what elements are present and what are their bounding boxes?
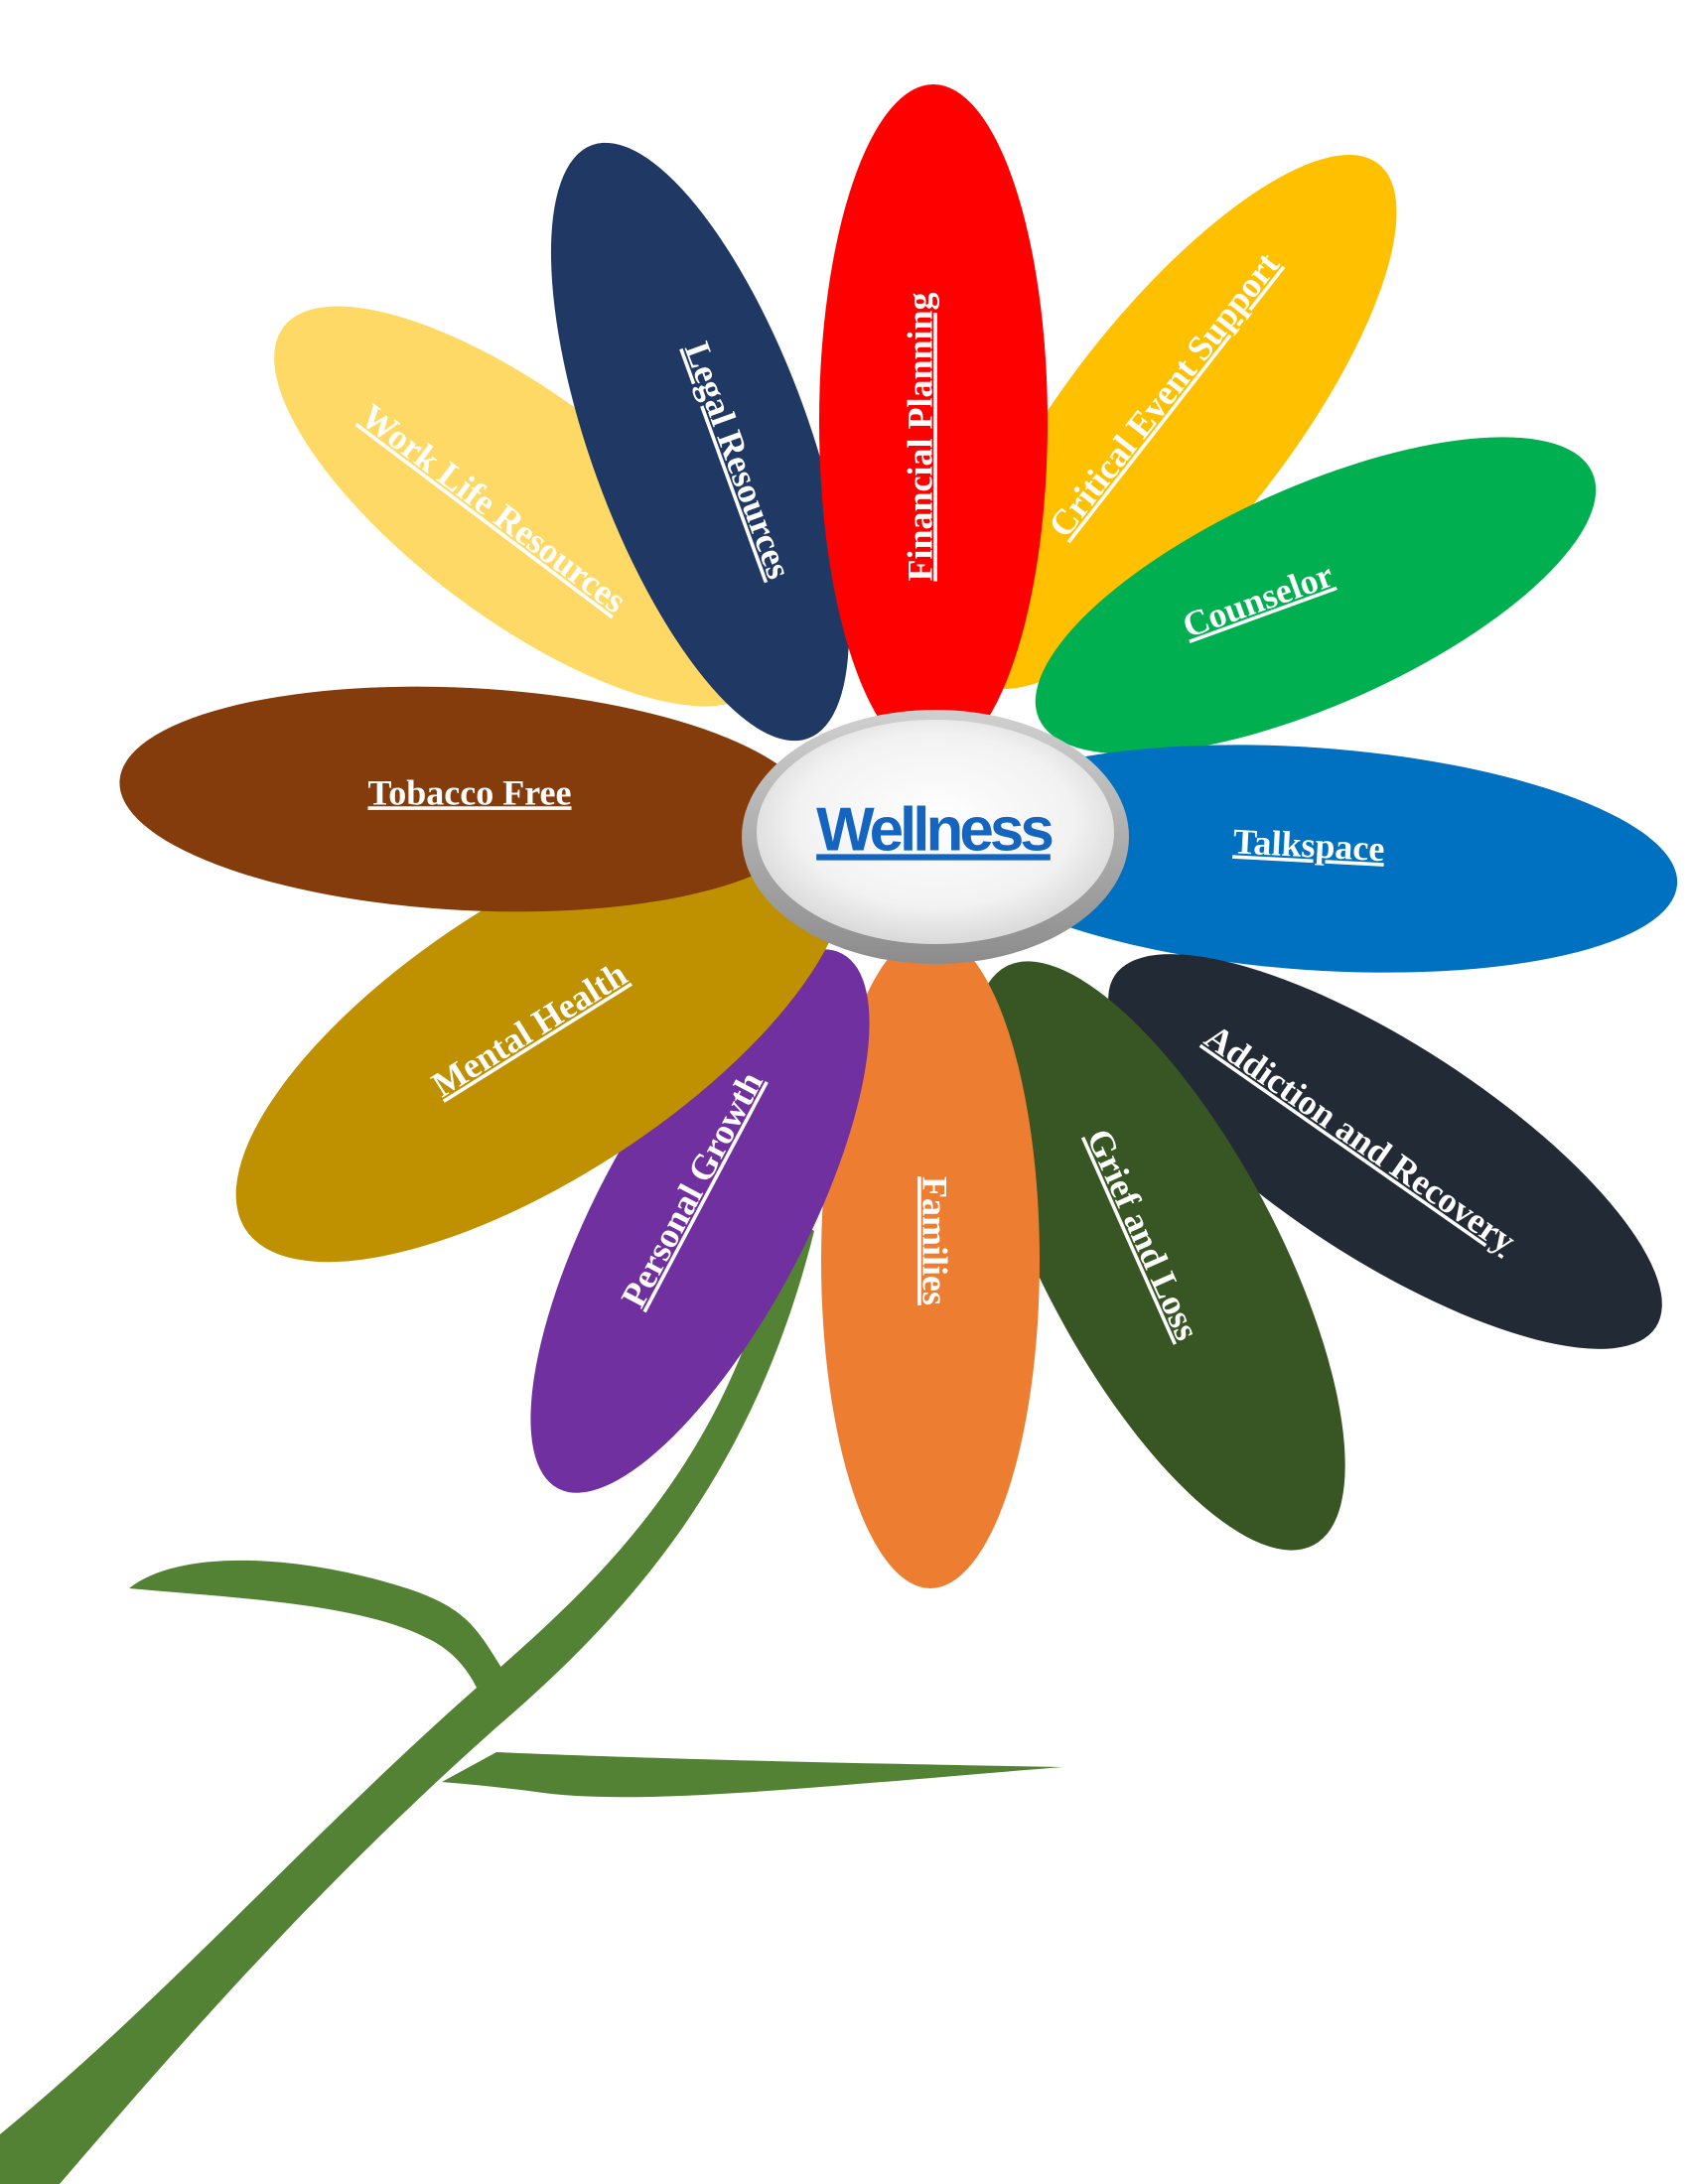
petal-grief-and-loss-shape[interactable] xyxy=(903,911,1417,1600)
petal-mental-health[interactable] xyxy=(170,729,913,1346)
petal-work-life-resources-shape[interactable] xyxy=(216,238,826,774)
petal-financial-planning-shape[interactable] xyxy=(819,84,1048,759)
petal-talkspace[interactable] xyxy=(936,722,1685,995)
petal-critical-event-support[interactable] xyxy=(888,95,1467,749)
petals xyxy=(114,84,1688,1600)
petal-talkspace-shape[interactable] xyxy=(936,722,1685,995)
petal-addiction-and-recovery[interactable] xyxy=(1056,886,1688,1417)
petal-tobacco-free[interactable] xyxy=(114,670,820,928)
petal-label-talkspace[interactable]: Talkspace xyxy=(1232,821,1386,869)
center-disc[interactable]: Wellness xyxy=(742,710,1129,964)
stem-main xyxy=(0,1211,814,2184)
petal-critical-event-support-shape[interactable] xyxy=(888,95,1467,749)
petal-financial-planning[interactable] xyxy=(819,84,1048,759)
petal-legal-resources[interactable] xyxy=(490,108,911,776)
petal-legal-resources-shape[interactable] xyxy=(490,108,911,776)
stem xyxy=(0,1211,1062,2184)
petal-counselor[interactable] xyxy=(995,372,1637,818)
petal-counselor-shape[interactable] xyxy=(995,372,1637,818)
petal-mental-health-shape[interactable] xyxy=(170,729,913,1346)
petal-grief-and-loss[interactable] xyxy=(903,911,1417,1600)
center-label-wellness[interactable]: Wellness xyxy=(816,795,1055,864)
petal-families-shape[interactable] xyxy=(821,933,1040,1588)
petal-label-tobacco-free[interactable]: Tobacco Free xyxy=(368,772,572,812)
petal-label-families[interactable]: Families xyxy=(915,1176,955,1305)
petal-work-life-resources[interactable] xyxy=(216,238,826,774)
leaf-upper xyxy=(129,1560,501,1688)
center-disc-face[interactable] xyxy=(757,720,1114,944)
petal-label-financial-planning[interactable]: Financial Planning xyxy=(900,292,939,581)
petal-families[interactable] xyxy=(821,933,1040,1588)
leaf-lower xyxy=(442,1752,1062,1798)
petal-personal-growth[interactable] xyxy=(466,904,934,1537)
petal-tobacco-free-shape[interactable] xyxy=(114,670,820,928)
petal-personal-growth-shape[interactable] xyxy=(466,904,934,1537)
petal-addiction-and-recovery-shape[interactable] xyxy=(1056,886,1688,1417)
